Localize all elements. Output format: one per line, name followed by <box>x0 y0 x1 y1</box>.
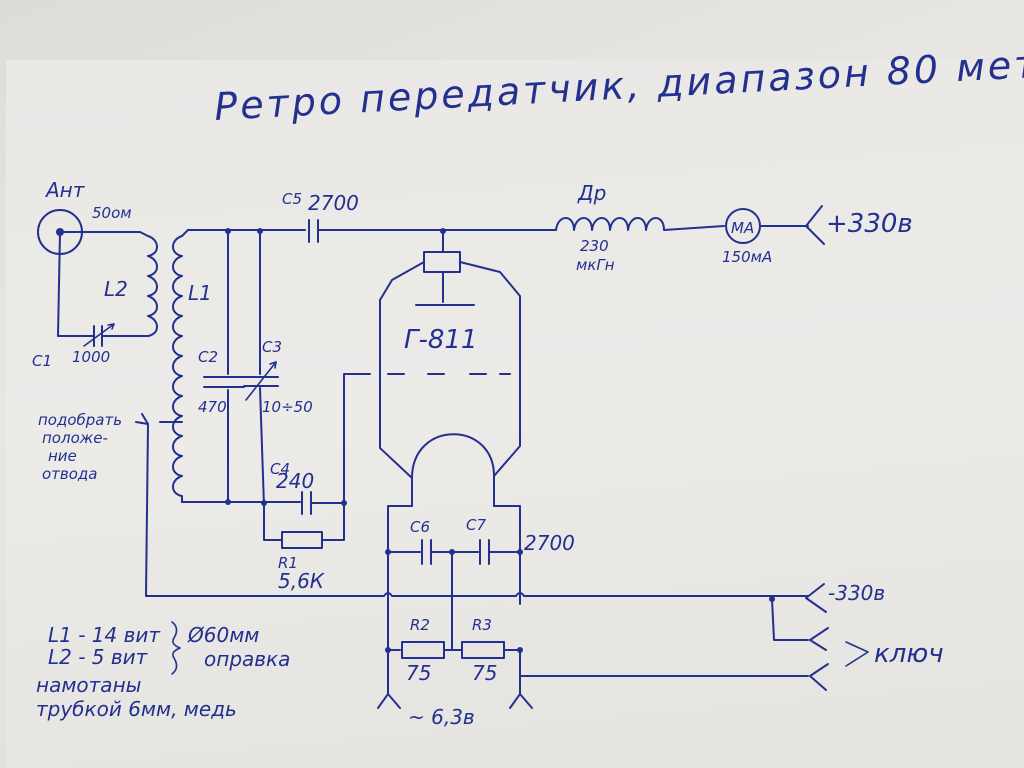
antenna-label: Ант <box>44 178 86 202</box>
choke-dr <box>555 217 725 231</box>
minus-bus <box>145 423 809 597</box>
svg-text:намотаны: намотаны <box>36 673 141 697</box>
r1-wire-left <box>263 502 283 541</box>
svg-text:положе-: положе- <box>42 429 108 447</box>
svg-text:L2 - 5 вит: L2 - 5 вит <box>48 645 149 669</box>
minus-terminal <box>805 583 827 613</box>
ma-label: МА <box>731 219 754 237</box>
resistor-r2 <box>401 641 445 659</box>
heater-terminal-left <box>377 693 401 709</box>
filament-left-lead <box>387 505 413 605</box>
ma-value: 150мА <box>722 248 772 266</box>
capacitor-c5 <box>308 219 319 243</box>
dr-unit: мкГн <box>576 256 615 274</box>
l2-label: L2 <box>104 277 128 301</box>
coil-l1 <box>172 229 189 503</box>
filament-right-lead <box>493 505 521 605</box>
diagram-title: Ретро передатчик, диапазон 80 метров <box>213 38 1024 129</box>
r2-label: R2 <box>410 616 430 634</box>
minus-supply-label: -330в <box>828 581 885 605</box>
r2-value: 75 <box>406 661 431 685</box>
heater-label: ~ 6,3в <box>408 705 475 729</box>
heater-terminal-right <box>509 693 533 709</box>
svg-text:оправка: оправка <box>204 647 290 671</box>
capacitor-c2 <box>203 376 245 388</box>
c7-value: 2700 <box>524 531 575 555</box>
resistor-r1 <box>281 531 323 549</box>
c4-label: C4 <box>270 460 290 478</box>
r3-value: 75 <box>472 661 497 685</box>
dr-value: 230 <box>580 237 609 255</box>
coil-l2 <box>147 235 158 337</box>
c1-label: C1 <box>32 352 52 370</box>
plus-supply-label: +330в <box>826 209 913 239</box>
tap-arrow <box>135 413 149 425</box>
key-wire-upper <box>771 598 809 641</box>
c2-value: 470 <box>198 398 227 416</box>
c1-value: 1000 <box>72 348 110 366</box>
resistor-r3 <box>461 641 505 659</box>
c3-value: 10÷50 <box>262 398 313 416</box>
tube-label: Г-811 <box>404 325 478 355</box>
key-terminal-lower <box>809 663 829 691</box>
key-label: ключ <box>874 639 944 669</box>
capacitor-c3 <box>243 361 279 401</box>
svg-text:отвода: отвода <box>42 465 98 483</box>
tap-note: подобрать положе- ние отвода <box>38 411 122 483</box>
c3-label: C3 <box>262 338 282 356</box>
coil-note: L1 - 14 вит L2 - 5 вит Ø60мм оправка нам… <box>36 621 290 721</box>
l1-label: L1 <box>188 281 212 305</box>
antenna-wire-left <box>57 231 95 337</box>
tube-g811 <box>379 230 521 507</box>
antenna-impedance: 50ом <box>92 204 132 222</box>
r1-wire-right <box>321 502 345 541</box>
svg-text:Ø60мм: Ø60мм <box>187 623 259 647</box>
c7-label: C7 <box>466 516 486 534</box>
svg-text:подобрать: подобрать <box>38 411 122 429</box>
capacitor-c7 <box>479 539 490 565</box>
c3-wire-bottom <box>259 387 265 507</box>
r2-wire-left <box>387 603 401 651</box>
c5-value: 2700 <box>308 191 359 215</box>
grid-wire <box>310 373 371 504</box>
r1-label: R1 <box>278 554 298 572</box>
plus-terminal <box>805 205 825 245</box>
c6-label: C6 <box>410 518 430 536</box>
r1-value: 5,6К <box>278 569 325 593</box>
c4-value: 240 <box>276 469 314 493</box>
dr-label: Др <box>577 181 606 205</box>
c5-label: C5 <box>282 190 302 208</box>
capacitor-c4 <box>301 491 312 515</box>
capacitor-c6 <box>421 539 432 565</box>
key-terminal-upper <box>809 627 829 651</box>
svg-text:ние: ние <box>48 447 77 465</box>
c2-label: C2 <box>198 348 218 366</box>
svg-text:L1 - 14 вит: L1 - 14 вит <box>48 623 161 647</box>
r3-label: R3 <box>472 616 492 634</box>
svg-text:трубкой 6мм, медь: трубкой 6мм, медь <box>36 697 237 721</box>
key-bracket <box>845 641 869 667</box>
antenna-wire-top <box>59 231 149 237</box>
